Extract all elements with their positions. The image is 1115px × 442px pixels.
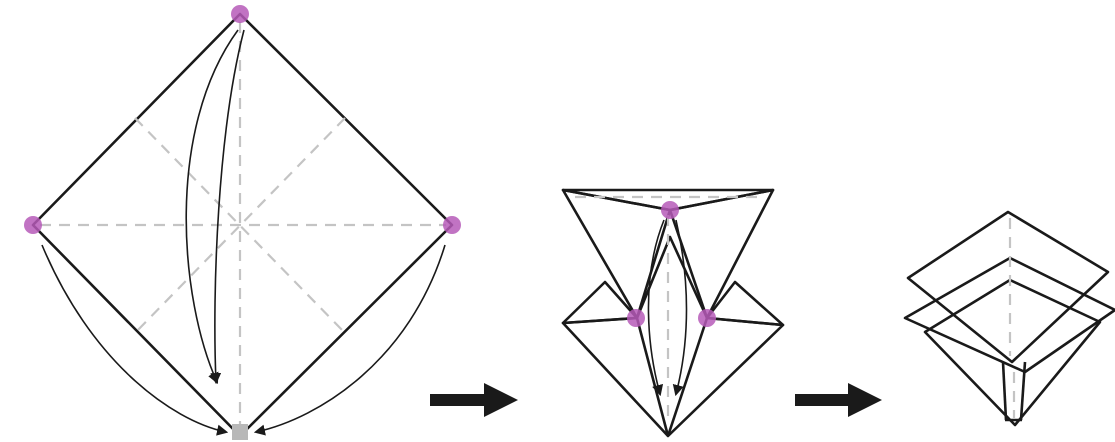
top-blue-layer: [906, 210, 1110, 364]
right-arrow-icon: [430, 383, 518, 417]
paper-triangle-right: [668, 188, 775, 320]
lower-blue-layer: [903, 256, 1115, 374]
reference-point-top: [231, 5, 249, 23]
reference-point-left: [24, 216, 42, 234]
right-arrow-icon: [795, 383, 882, 417]
step-1-square-sheet: [24, 5, 461, 440]
crease-lines: [40, 22, 446, 430]
white-inner-flaps: [923, 278, 1102, 427]
reference-point-right: [698, 309, 716, 327]
paper-triangle-left: [561, 188, 672, 320]
step-3-square-base: [903, 210, 1115, 427]
paper-bottom: [561, 235, 785, 438]
reference-point-left: [627, 309, 645, 327]
fold-arrows: [41, 29, 446, 436]
reference-point-center: [661, 201, 679, 219]
target-point-bottom: [232, 424, 248, 440]
step-2-collapsing-model: [561, 188, 785, 438]
blue-flap-left: [561, 280, 639, 325]
reference-point-right: [443, 216, 461, 234]
